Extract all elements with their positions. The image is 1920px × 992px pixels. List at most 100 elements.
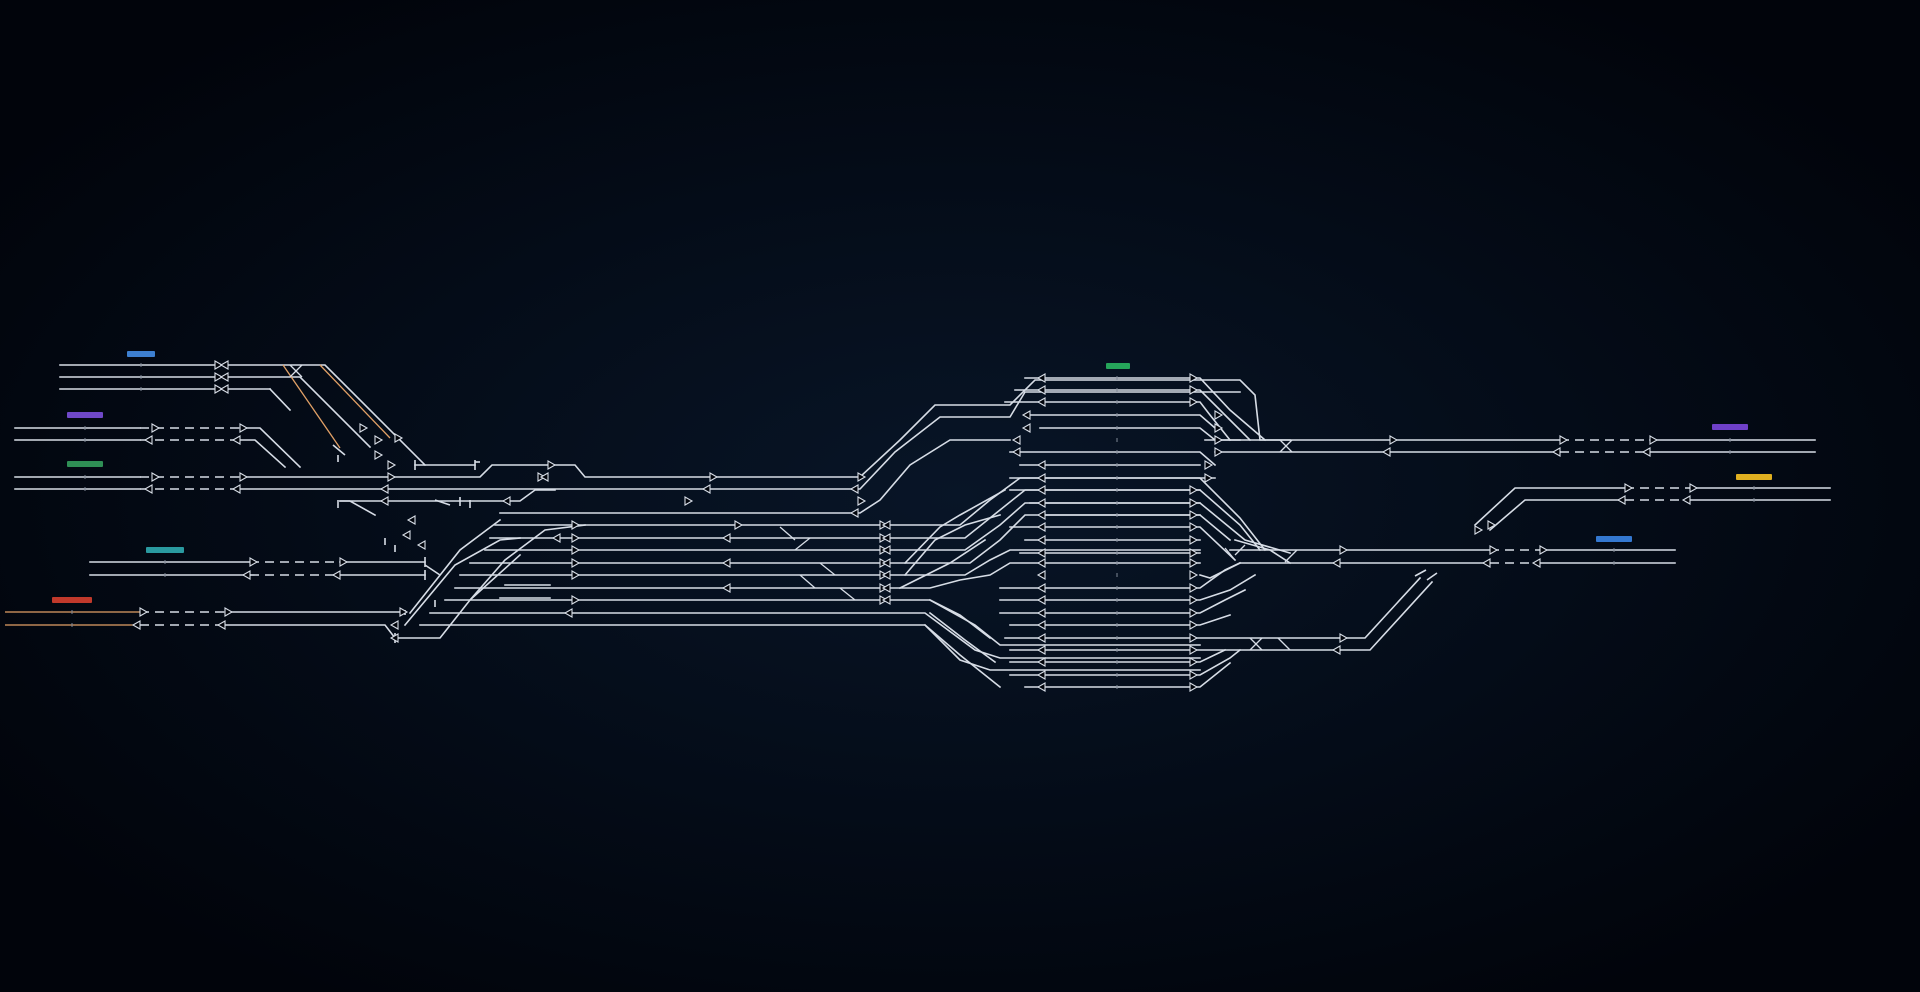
crossover-st-b[interactable] (1249, 637, 1263, 651)
track-st-b8[interactable] (1009, 648, 1242, 676)
signal-marker[interactable] (1036, 473, 1046, 483)
track-eb-lower-2[interactable] (1339, 580, 1434, 651)
signal-marker[interactable] (1214, 423, 1224, 433)
signal-marker[interactable] (1189, 682, 1199, 692)
signal-marker[interactable] (389, 633, 399, 643)
track-link-1[interactable] (903, 488, 1007, 565)
signal-marker[interactable] (881, 570, 891, 580)
signal-marker[interactable] (241, 570, 251, 580)
buffer-stop[interactable] (1414, 569, 1438, 581)
signal-marker[interactable] (1036, 645, 1046, 655)
signal-marker[interactable] (239, 423, 249, 433)
signal-marker[interactable] (721, 533, 731, 543)
signal-marker[interactable] (1649, 435, 1659, 445)
signal-marker[interactable] (721, 583, 731, 593)
signal-marker[interactable] (1559, 435, 1569, 445)
signal-marker[interactable] (684, 496, 694, 506)
signal-marker[interactable] (1189, 608, 1199, 618)
signal-marker[interactable] (1036, 535, 1046, 545)
label-west-red[interactable] (52, 597, 92, 603)
signal-marker[interactable] (849, 484, 859, 494)
track-m-10[interactable] (444, 599, 1201, 646)
track-st-b2[interactable] (999, 573, 1257, 601)
track-m-13[interactable] (394, 524, 586, 639)
signal-marker[interactable] (881, 595, 891, 605)
signal-marker[interactable] (379, 496, 389, 506)
track-wg-2b[interactable] (239, 391, 1241, 490)
signal-marker[interactable] (249, 557, 259, 567)
track-m-short-3[interactable] (468, 553, 522, 602)
label-west-green[interactable] (67, 461, 103, 467)
signal-marker[interactable] (1036, 485, 1046, 495)
signal-marker[interactable] (1489, 545, 1499, 555)
signal-marker[interactable] (1189, 373, 1199, 383)
track-st-t1[interactable] (1024, 377, 1267, 442)
signal-marker[interactable] (1036, 633, 1046, 643)
signal-marker[interactable] (571, 558, 581, 568)
track-eb-lower-1[interactable] (1339, 576, 1422, 639)
signal-marker[interactable] (857, 496, 867, 506)
signal-marker[interactable] (1011, 447, 1021, 457)
signal-marker[interactable] (219, 384, 229, 394)
signal-marker[interactable] (1487, 520, 1497, 530)
signal-marker[interactable] (1036, 657, 1046, 667)
signal-marker[interactable] (1539, 545, 1549, 555)
signal-marker[interactable] (881, 520, 891, 530)
signal-marker[interactable] (219, 372, 229, 382)
signal-marker[interactable] (1531, 558, 1541, 568)
track-m-3[interactable] (499, 439, 1011, 514)
track-st-b4[interactable] (1009, 613, 1232, 626)
signal-marker[interactable] (1204, 460, 1214, 470)
track-link-2[interactable] (903, 514, 1001, 577)
track-m-14[interactable] (403, 537, 521, 627)
track-ey-1[interactable] (1473, 487, 1626, 527)
buffer-stop[interactable] (384, 538, 396, 552)
track-st-t6[interactable] (1009, 451, 1217, 467)
signal-marker[interactable] (1021, 423, 1031, 433)
label-top-left[interactable] (127, 351, 155, 357)
signal-marker[interactable] (571, 570, 581, 580)
signal-marker[interactable] (406, 515, 416, 525)
signal-marker[interactable] (1214, 435, 1224, 445)
signal-marker[interactable] (881, 533, 891, 543)
signal-marker[interactable] (214, 360, 224, 370)
signal-marker[interactable] (1551, 447, 1561, 457)
track-ey-2[interactable] (1488, 499, 1626, 532)
signal-marker[interactable] (1189, 633, 1199, 643)
signal-marker[interactable] (1036, 670, 1046, 680)
signal-marker[interactable] (849, 508, 859, 518)
signal-marker[interactable] (379, 484, 389, 494)
track-st-mid-4[interactable] (1039, 514, 1232, 542)
track-st-mid-3[interactable] (1029, 502, 1291, 554)
crossover-st-b2[interactable] (1277, 637, 1291, 651)
signal-marker[interactable] (1689, 483, 1699, 493)
signal-marker[interactable] (1189, 510, 1199, 520)
signal-marker[interactable] (734, 520, 744, 530)
signal-marker[interactable] (1189, 498, 1199, 508)
signal-marker[interactable] (1036, 460, 1046, 470)
signal-marker[interactable] (1189, 397, 1199, 407)
signal-marker[interactable] (374, 435, 384, 445)
signal-marker[interactable] (1189, 645, 1199, 655)
signal-marker[interactable] (857, 472, 867, 482)
signal-marker[interactable] (1011, 435, 1021, 445)
signal-marker[interactable] (1036, 548, 1046, 558)
signal-marker[interactable] (1189, 583, 1199, 593)
label-west-purple[interactable] (67, 412, 103, 418)
signal-marker[interactable] (709, 472, 719, 482)
signal-marker[interactable] (1339, 545, 1349, 555)
signal-marker[interactable] (374, 450, 384, 460)
signal-marker[interactable] (1036, 397, 1046, 407)
signal-marker[interactable] (1189, 595, 1199, 605)
track-m-15[interactable] (408, 518, 502, 615)
track-tl-spur-1[interactable] (268, 387, 292, 412)
signal-marker[interactable] (131, 620, 141, 630)
track-tl-orange-1[interactable] (282, 364, 341, 449)
signal-marker[interactable] (881, 558, 891, 568)
signal-marker[interactable] (547, 460, 557, 470)
signal-marker[interactable] (1214, 410, 1224, 420)
signal-marker[interactable] (1189, 670, 1199, 680)
signal-marker[interactable] (1036, 583, 1046, 593)
track-link-5[interactable] (928, 611, 997, 664)
track-m-11[interactable] (429, 612, 1201, 659)
